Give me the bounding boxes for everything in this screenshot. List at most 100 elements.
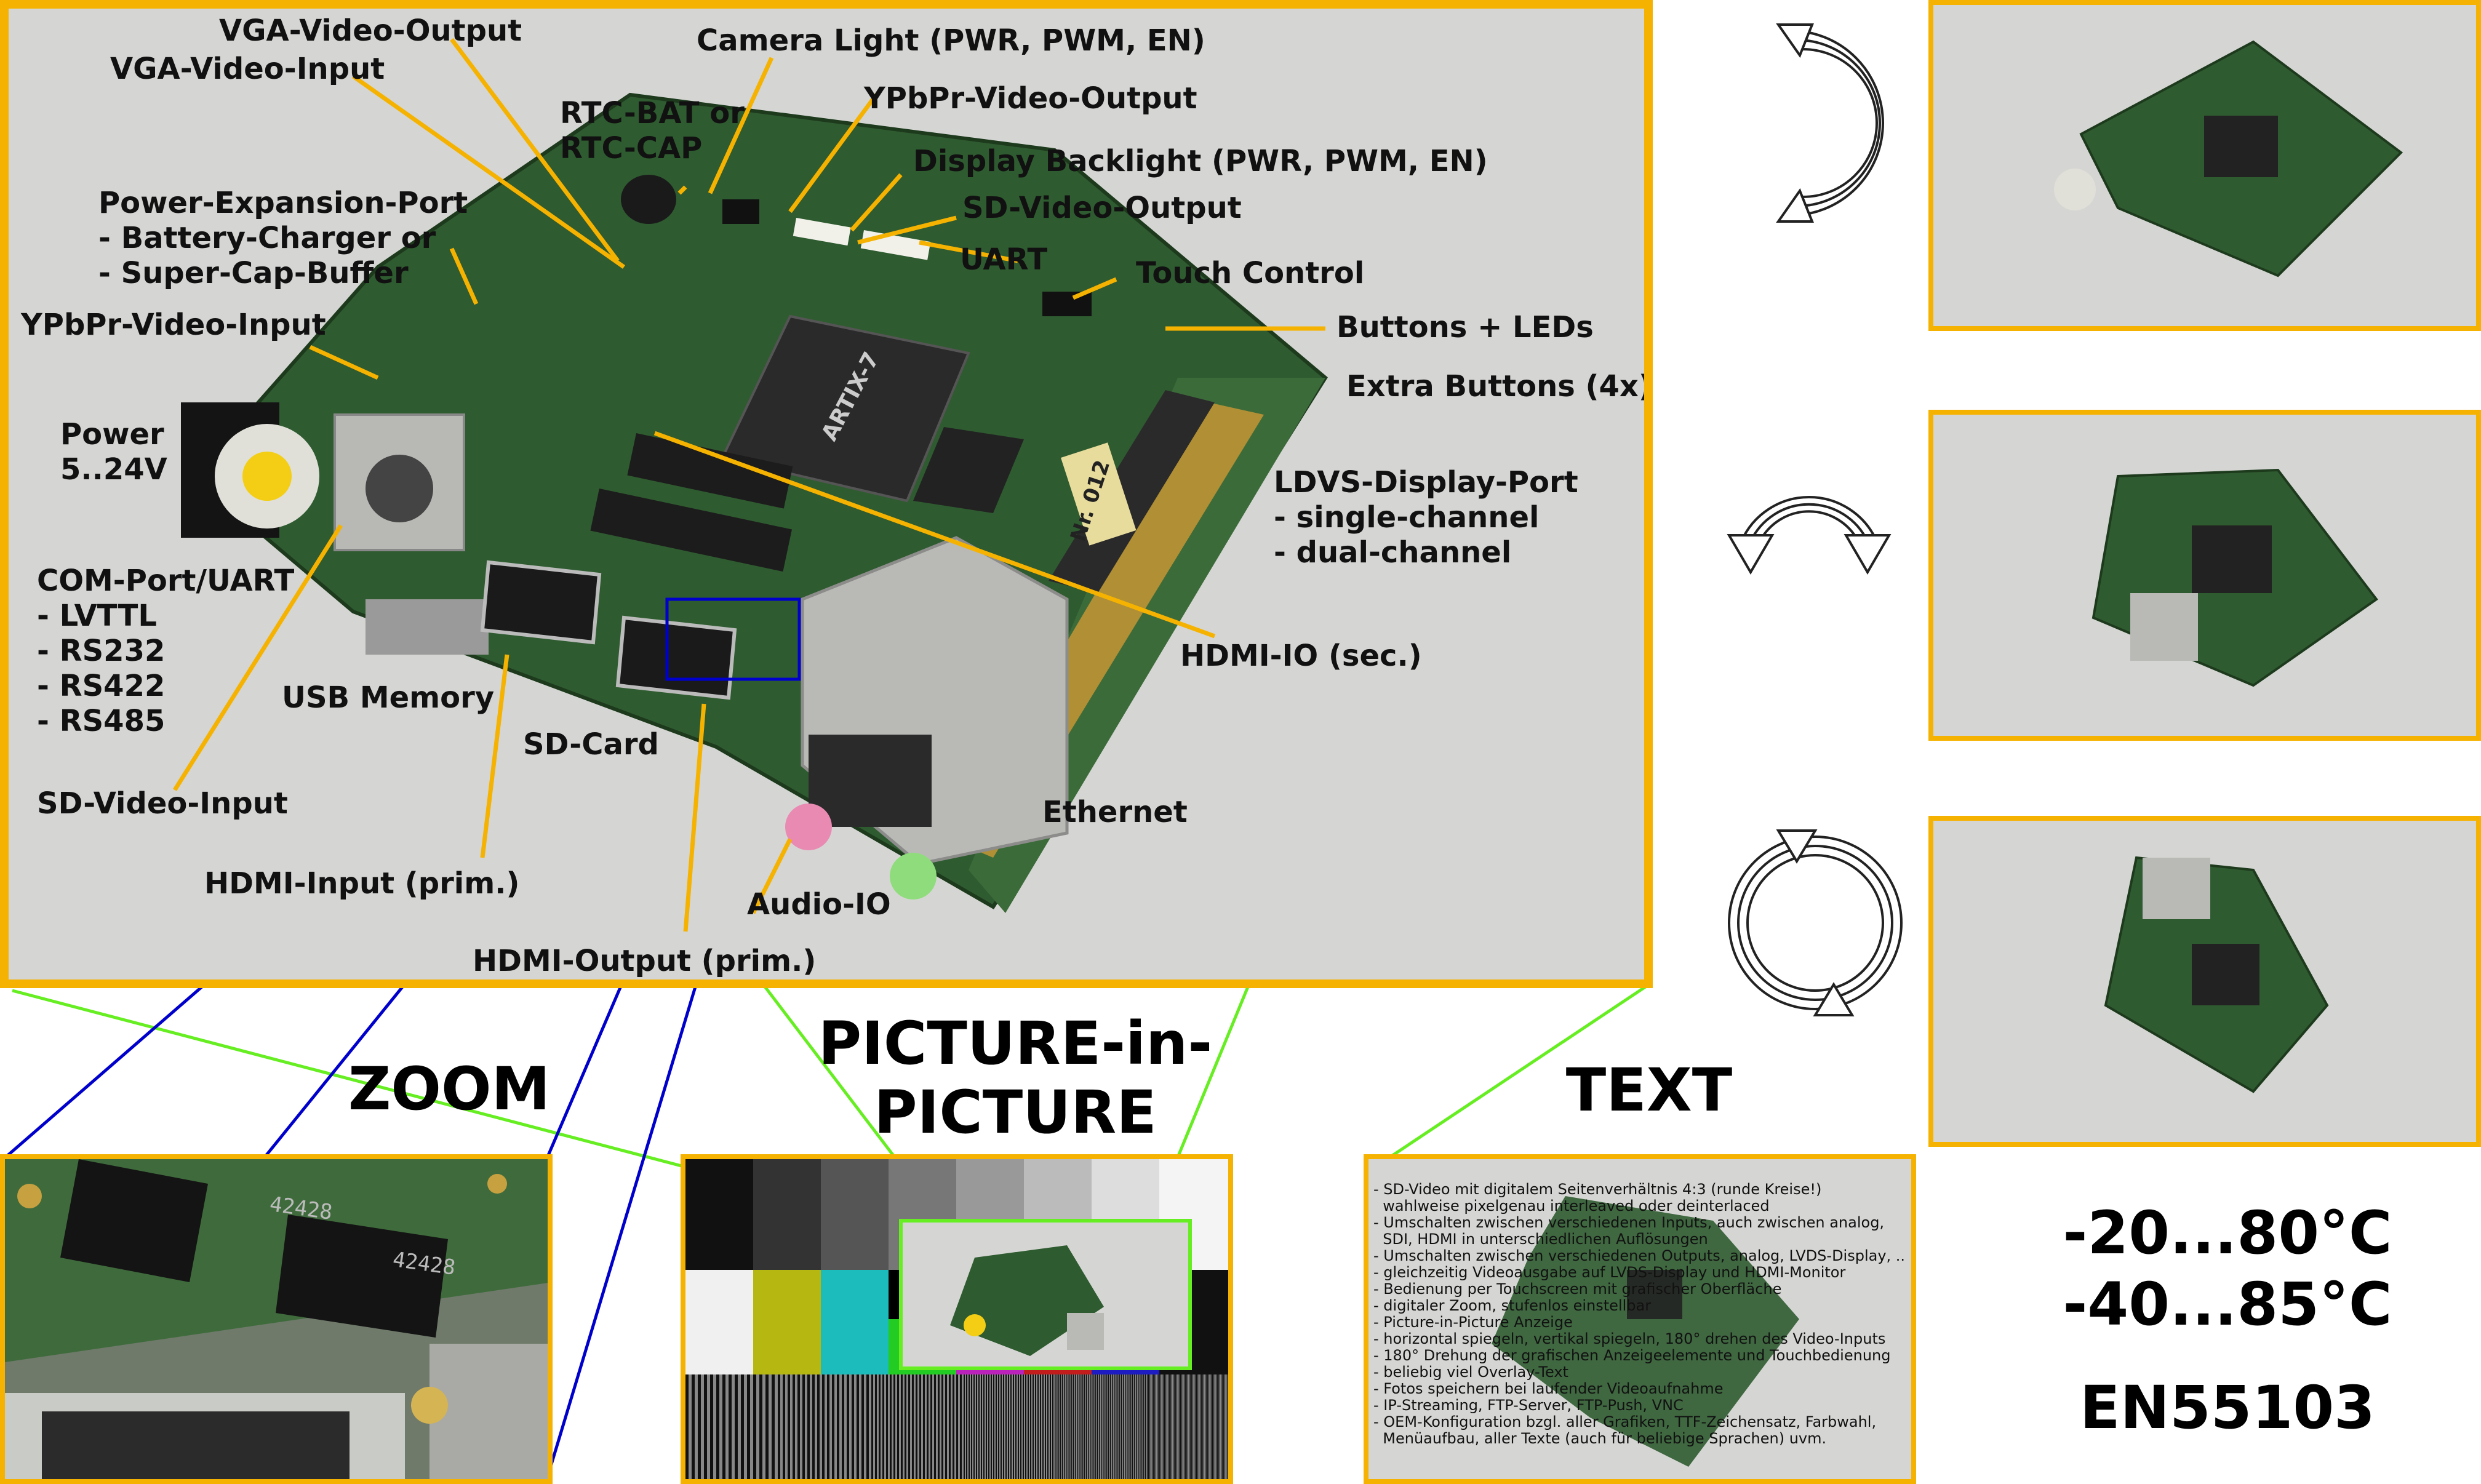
stripe [842,1374,844,1479]
title-zoom: ZOOM [348,1055,551,1123]
stripe [1052,1374,1053,1479]
feature-line-11: - beliebig viel Overlay-Text [1373,1363,1568,1381]
stripe [1168,1374,1169,1479]
stripe [986,1374,987,1479]
stripe [1184,1374,1185,1479]
label-vga-video-input: VGA-Video-Input [110,52,385,86]
label-power: Power 5..24V [60,417,167,487]
usb-port [366,599,489,655]
stripe [1001,1374,1002,1479]
stripe [1075,1374,1076,1479]
thumbnail-rotated-180 [1928,816,2481,1147]
zoom-region-box [665,597,801,681]
board-sticker [1060,442,1137,546]
stripe [988,1374,989,1479]
stripe [1108,1374,1109,1479]
stripe [837,1374,839,1479]
stripe [916,1374,917,1479]
label-display-backlight: Display Backlight (PWR, PWM, EN) [913,144,1488,178]
stripe [1227,1374,1228,1479]
stripe [1127,1374,1128,1479]
stripe [1216,1374,1217,1479]
stripe [938,1374,940,1479]
stripe [1200,1374,1201,1479]
stripe [822,1374,825,1479]
stripe [941,1374,943,1479]
label-sd-video-output: SD-Video-Output [962,191,1242,225]
feature-line-10: - 180° Drehung der grafischen Anzeigeele… [1373,1347,1891,1364]
feature-line-0: - SD-Video mit digitalem Seitenverhältni… [1373,1181,1822,1198]
stripe [817,1374,820,1479]
stripe [847,1374,849,1479]
stripe [1088,1374,1089,1479]
stripe [788,1374,790,1479]
stripe [930,1374,932,1479]
feature-line-5: - gleichzeitig Videoausgabe auf LVDS-Dis… [1373,1264,1846,1281]
stripe [1175,1374,1176,1479]
stripe [1071,1374,1073,1479]
stripe [1114,1374,1115,1479]
stripe [1010,1374,1012,1479]
spec-temp-range-2: -40...85°C [2063,1270,2392,1339]
feature-line-9: - horizontal spiegeln, vertikal spiegeln… [1373,1330,1886,1347]
stripe [827,1374,829,1479]
label-audio-io: Audio-IO [747,887,891,922]
label-sd-video-input: SD-Video-Input [37,786,288,821]
stripe [1125,1374,1126,1479]
feature-line-13: - IP-Streaming, FTP-Server, FTP-Push, VN… [1373,1397,1684,1414]
stripe [797,1374,800,1479]
thumbnail-board-1 [2054,40,2403,277]
stripe [1116,1374,1117,1479]
stripe [1201,1374,1202,1479]
stripe [710,1374,713,1479]
stripe [905,1374,906,1479]
stripe [692,1374,695,1479]
green-line-right-bottom [1371,983,1650,1171]
rtc-capacitor [621,175,676,224]
label-hdmi-input-prim: HDMI-Input (prim.) [204,866,520,901]
stripe [1117,1374,1119,1479]
stripe [1062,1374,1063,1479]
fpga-chip [721,314,970,503]
stripe [976,1374,977,1479]
stripe [1143,1374,1145,1479]
stripe [1112,1374,1113,1479]
stripe [1119,1374,1121,1479]
stripe [1154,1374,1155,1479]
stripe [1040,1374,1041,1479]
stripe [1058,1374,1060,1479]
hdmi-port-1 [480,560,602,645]
stripe [1169,1374,1170,1479]
rca-jack-yellow [242,452,292,501]
feature-line-8: - Picture-in-Picture Anzeige [1373,1314,1573,1331]
stripe [704,1374,707,1479]
stripe [973,1374,975,1479]
stripe [812,1374,815,1479]
stripe [919,1374,921,1479]
stripe [1158,1374,1159,1479]
stripe [1069,1374,1071,1479]
stripe [716,1374,719,1479]
stripe [1077,1374,1078,1479]
rotate-circle-icon [1728,829,1903,1016]
stripe [783,1374,785,1479]
label-camera-light: Camera Light (PWR, PWM, EN) [697,23,1205,58]
ethernet-socket [809,735,932,827]
stripe [956,1374,958,1479]
stripe [1170,1374,1171,1479]
thumbnail-flipped-horizontal [1928,0,2481,331]
stripe [964,1374,965,1479]
stripe [1174,1374,1175,1479]
stripe [1033,1374,1034,1479]
stripe [1206,1374,1207,1479]
stripe [1105,1374,1106,1479]
stripe [871,1374,873,1479]
audio-jack-pink [785,804,832,850]
stripe [993,1374,994,1479]
feature-line-15: Menüaufbau, aller Texte (auch für belieb… [1373,1430,1827,1447]
connector-black-2 [1042,292,1092,316]
stripe [857,1374,859,1479]
stripe [1106,1374,1108,1479]
stripe [978,1374,980,1479]
label-ldvs-display-port: LDVS-Display-Port - single-channel - dua… [1274,465,1578,570]
